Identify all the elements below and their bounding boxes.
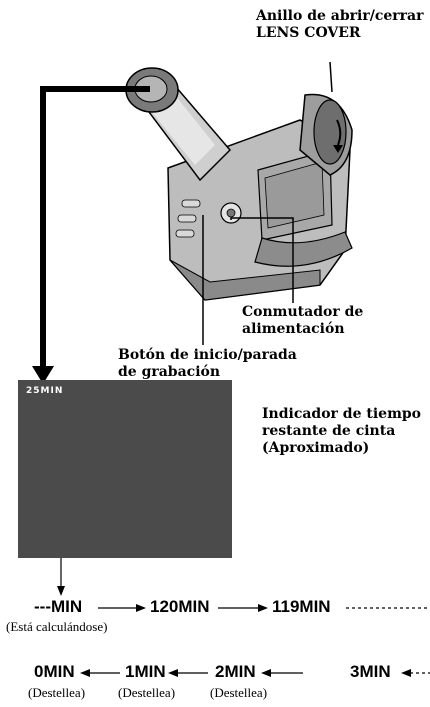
power-switch-label: Conmutador de alimentación xyxy=(242,304,363,338)
sequence-top-item-119: 119MIN xyxy=(272,597,331,616)
sequence-bottom-item-1min: 1MIN xyxy=(125,662,166,681)
record-button-label-line2: de grabación xyxy=(118,364,221,380)
tape-indicator-label-line1: Indicador de tiempo xyxy=(262,406,422,422)
sequence-bottom-item-3min: 3MIN xyxy=(350,662,391,681)
sequence-bottom-item-0min: 0MIN xyxy=(34,662,75,681)
remaining-time-display: 25MIN xyxy=(26,386,64,396)
tape-indicator-label-line3: (Aproximado) xyxy=(262,440,370,456)
sequence-top-note: (Está calculándose) xyxy=(6,619,108,634)
lens-ring-label-line2: LENS COVER xyxy=(256,25,361,41)
sequence-bottom-note-2min: (Destellea) xyxy=(210,685,268,700)
record-button-label-line1: Botón de inicio/parada xyxy=(118,347,297,363)
lens-ring-label-line1: Anillo de abrir/cerrar xyxy=(256,8,424,24)
sequence-top-item-calculating: ---MIN xyxy=(34,597,83,616)
sequence-top-item-120: 120MIN xyxy=(150,597,210,616)
sequence-bottom-note-0min: (Destellea) xyxy=(28,685,86,700)
viewfinder-screen: 25MIN xyxy=(18,380,232,558)
record-button-label: Botón de inicio/parada de grabación xyxy=(118,347,297,381)
tape-indicator-label: Indicador de tiempo restante de cinta (A… xyxy=(262,406,421,457)
power-switch-label-line1: Conmutador de xyxy=(242,304,364,320)
tape-indicator-label-line2: restante de cinta xyxy=(262,423,396,439)
lens-ring-label: Anillo de abrir/cerrar LENS COVER xyxy=(256,8,423,42)
sequence-bottom-note-1min: (Destellea) xyxy=(118,685,176,700)
sequence-bottom-item-2min: 2MIN xyxy=(215,662,256,681)
camcorder-illustration xyxy=(125,67,353,301)
power-switch-label-line2: alimentación xyxy=(242,321,345,337)
